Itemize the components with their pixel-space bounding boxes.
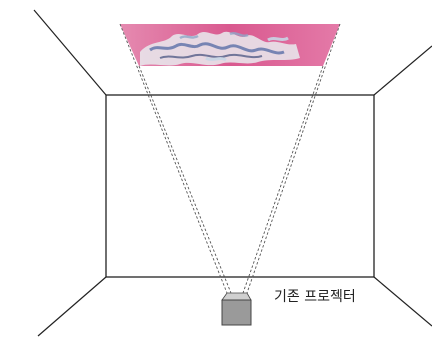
- projector-label: 기존 프로젝터: [274, 289, 356, 305]
- floor-edge-right: [373, 276, 432, 327]
- ceiling-edge-left: [33, 9, 107, 96]
- ceiling-edge-right: [373, 45, 432, 96]
- floor-edge-left: [37, 276, 107, 337]
- projector-box-icon: [221, 292, 252, 326]
- ceiling-projection-image: [120, 24, 340, 66]
- back-wall: [105, 94, 375, 278]
- projection-beams: [119, 23, 341, 294]
